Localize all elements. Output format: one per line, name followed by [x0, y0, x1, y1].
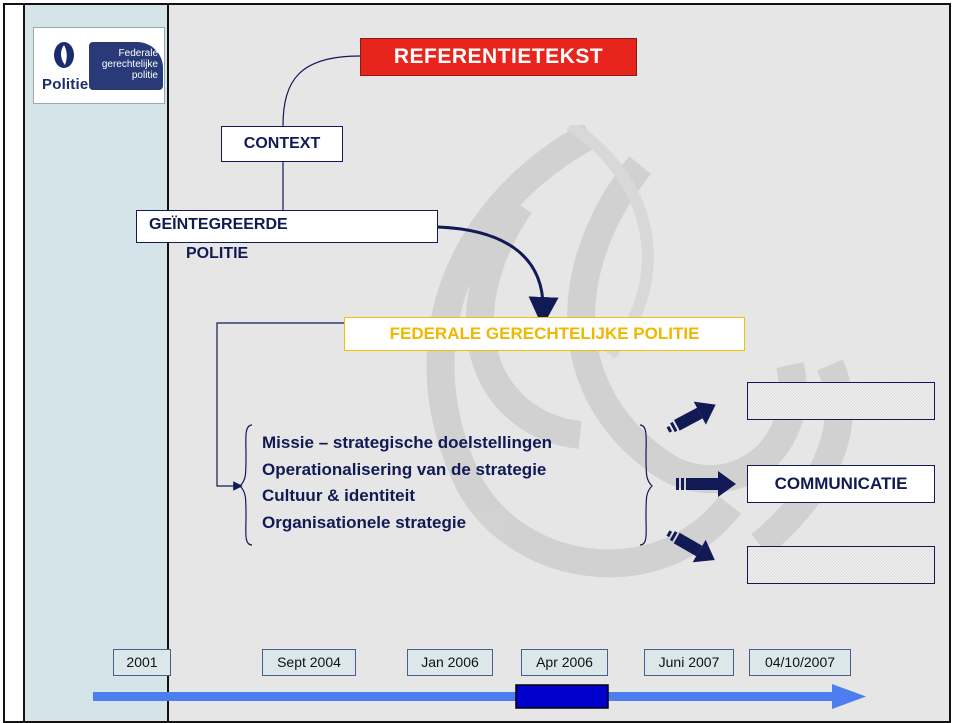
timeline-arrow: [93, 684, 866, 709]
slide-frame: [3, 3, 951, 723]
timeline-date: Juni 2007: [644, 649, 734, 676]
communicatie-box: COMMUNICATIE: [747, 465, 935, 503]
geintegreerde-politie-box: GEÏNTEGREERDE: [136, 210, 438, 243]
list-item: Organisationele strategie: [262, 512, 467, 532]
timeline-current-marker: [515, 684, 609, 709]
left-band: [23, 3, 169, 721]
empty-box-bottom: [747, 546, 935, 584]
list-item: Cultuur & identiteit: [262, 486, 415, 505]
arrow-right-icon-up: [666, 401, 716, 433]
geintegreerde-politie-line2: POLITIE: [186, 245, 249, 262]
timeline-date: 2001: [113, 649, 171, 676]
logo-line-1: Federale: [118, 48, 158, 59]
left-brace: [239, 424, 253, 546]
referentietekst-box: REFERENTIETEKST: [360, 38, 637, 76]
connector-geintegreerde-federale: [437, 225, 559, 327]
arrow-right-icon-middle: [676, 471, 736, 497]
context-box: CONTEXT: [221, 126, 343, 162]
logo-line-3: politie: [131, 70, 158, 81]
timeline-date: 04/10/2007: [749, 649, 851, 676]
timeline-date: Apr 2006: [521, 649, 608, 676]
connector-federale-bracket: [216, 322, 344, 491]
list-item: Missie – strategische doelstellingen: [262, 433, 553, 452]
police-flame-logo-icon: [54, 42, 74, 68]
slide-background: [169, 3, 951, 721]
police-logo: Politie Federale gerechtelijke politie: [33, 27, 165, 104]
logo-line-2: gerechtelijke: [101, 59, 158, 70]
logo-politie-text: Politie: [42, 76, 89, 93]
federale-gerechtelijke-politie-box: FEDERALE GERECHTELIJKE POLITIE: [344, 317, 745, 351]
list-item: Operationalisering van de strategie: [262, 459, 547, 479]
timeline-date: Jan 2006: [407, 649, 493, 676]
arrow-right-icon-down: [666, 530, 715, 563]
logo-federale-text: Federale gerechtelijke politie: [89, 42, 163, 90]
timeline-date: Sept 2004: [262, 649, 356, 676]
right-brace: [639, 424, 653, 546]
connector-context-referentie: [282, 55, 361, 127]
strategy-list: Missie – strategische doelstellingen Ope…: [262, 430, 552, 536]
empty-box-top: [747, 382, 935, 420]
